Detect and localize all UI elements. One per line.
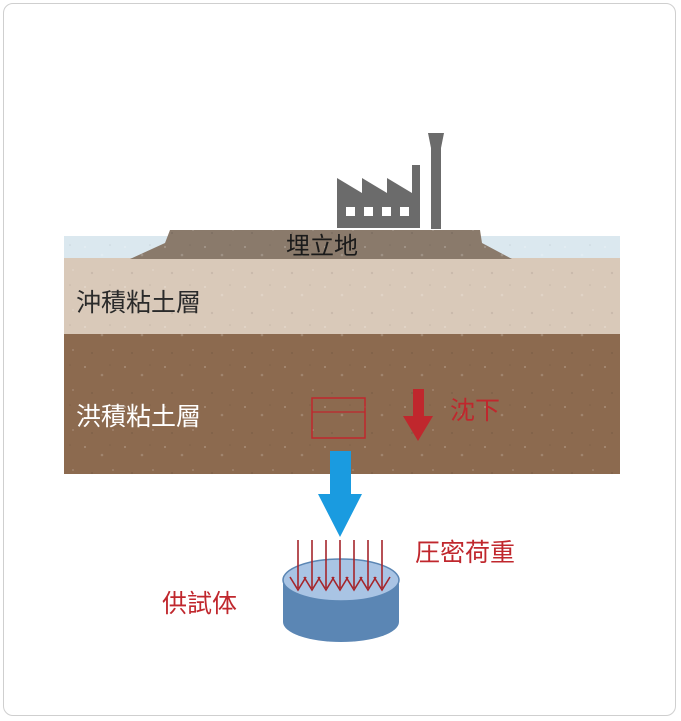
settlement-label: 沈下 — [450, 396, 500, 425]
landfill-label: 埋立地 — [286, 232, 358, 260]
specimen-label: 供試体 — [162, 589, 237, 618]
sampling-box — [311, 397, 366, 439]
settlement-arrow-icon — [403, 389, 433, 441]
sampling-arrow-icon — [318, 451, 362, 537]
diluvial-clay-label: 洪積粘土層 — [76, 402, 201, 431]
consolidation-load-label: 圧密荷重 — [415, 538, 515, 567]
factory-icon — [337, 133, 444, 229]
consolidation-load-arrows — [289, 540, 391, 592]
alluvial-clay-label: 沖積粘土層 — [76, 288, 201, 317]
